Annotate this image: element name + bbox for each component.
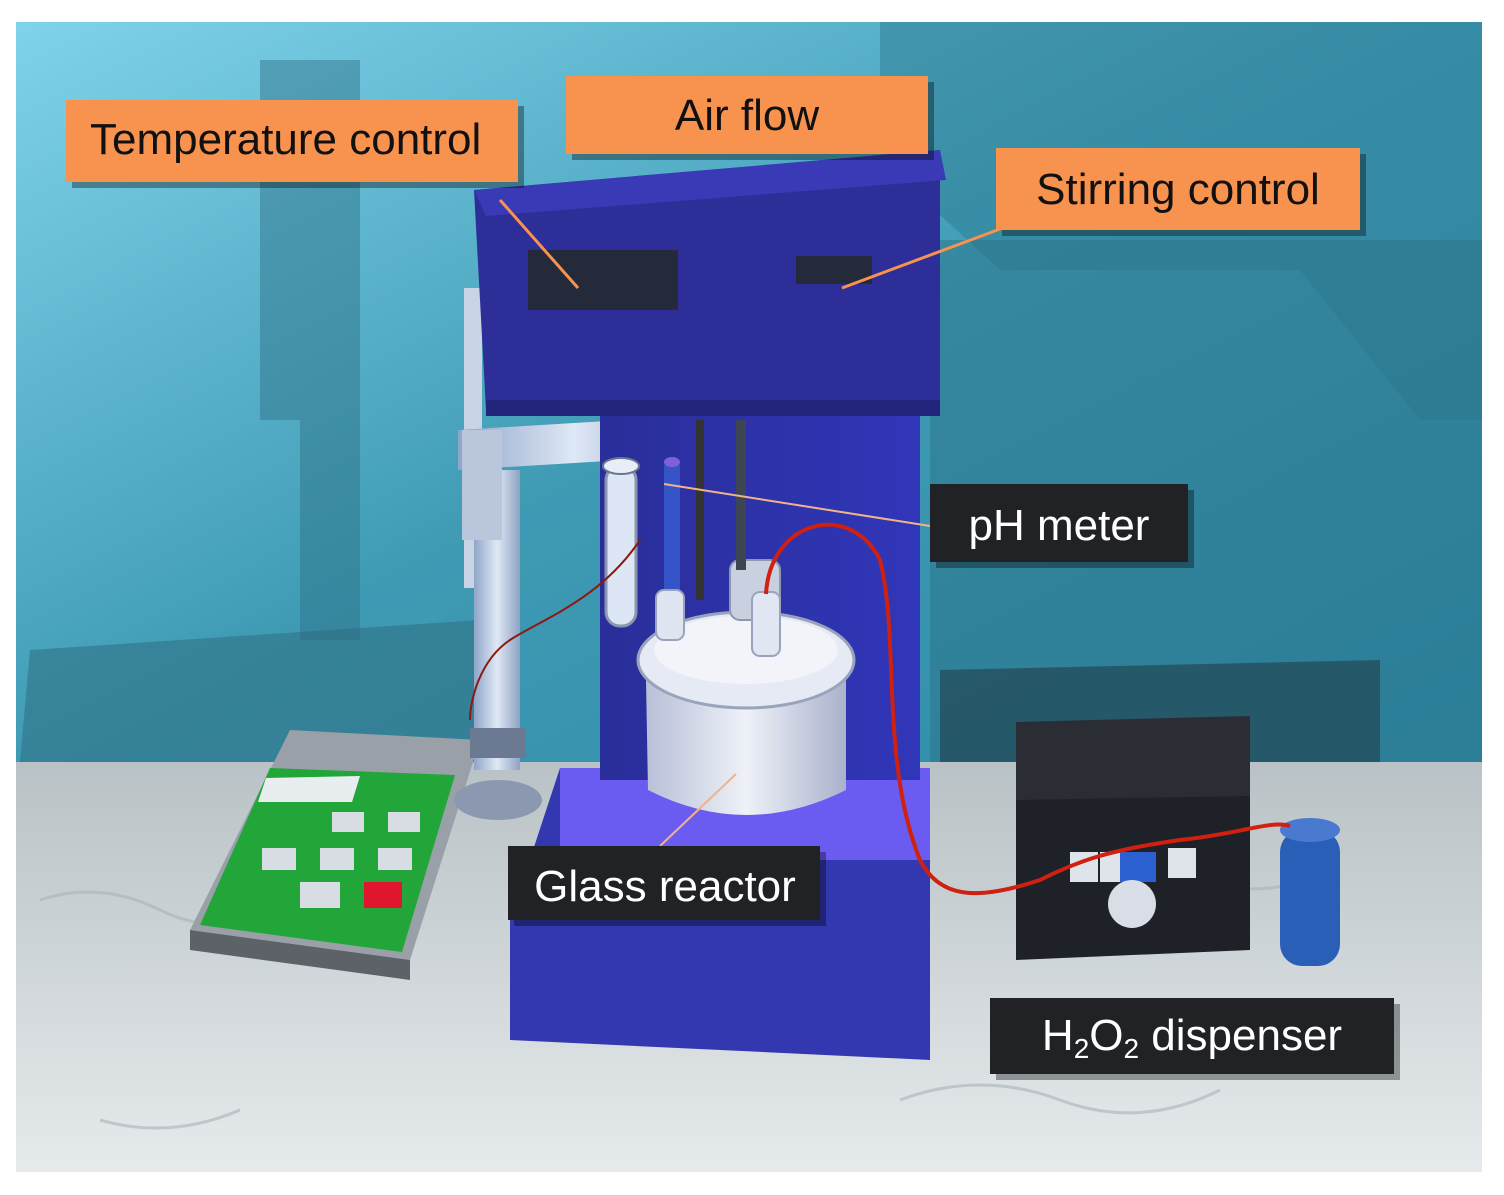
glass-reactor — [636, 420, 856, 815]
leader-ph — [663, 483, 931, 527]
keypad-controller — [190, 730, 480, 980]
floor-texture — [39, 873, 1321, 1130]
leader-glass — [659, 773, 737, 847]
stirring-display — [796, 256, 872, 284]
h2o2-dispenser-label: H2O2 dispenser — [990, 998, 1394, 1074]
tubing — [764, 522, 1291, 896]
red-button — [364, 882, 402, 908]
ph-meter-label: pH meter — [930, 484, 1188, 562]
h2o2-sub-1: 2 — [1073, 1033, 1090, 1064]
glass-reactor-label-box — [508, 846, 820, 920]
stand-shadow — [260, 60, 360, 640]
stand-shadow-2 — [20, 620, 480, 762]
h2o2-suffix: dispenser — [1139, 1011, 1343, 1060]
sensor-cable — [469, 539, 641, 721]
h2o2-o: O — [1089, 1011, 1124, 1060]
leader-stirring — [841, 224, 1009, 290]
test-tube — [602, 457, 640, 628]
glass-reactor-label: Glass reactor — [534, 862, 796, 911]
h2o2-h: H — [1041, 1011, 1074, 1060]
ph-probe — [664, 457, 680, 610]
stirring-control-label: Stirring control — [996, 148, 1360, 230]
temperature-control-label: Temperature control — [66, 100, 518, 182]
control-box — [474, 150, 946, 416]
leader-temperature — [498, 199, 580, 289]
wall-shadow-right — [930, 240, 1482, 762]
air-flow-label: Air flow — [566, 76, 928, 154]
h2o2-sub-2: 2 — [1123, 1033, 1140, 1064]
